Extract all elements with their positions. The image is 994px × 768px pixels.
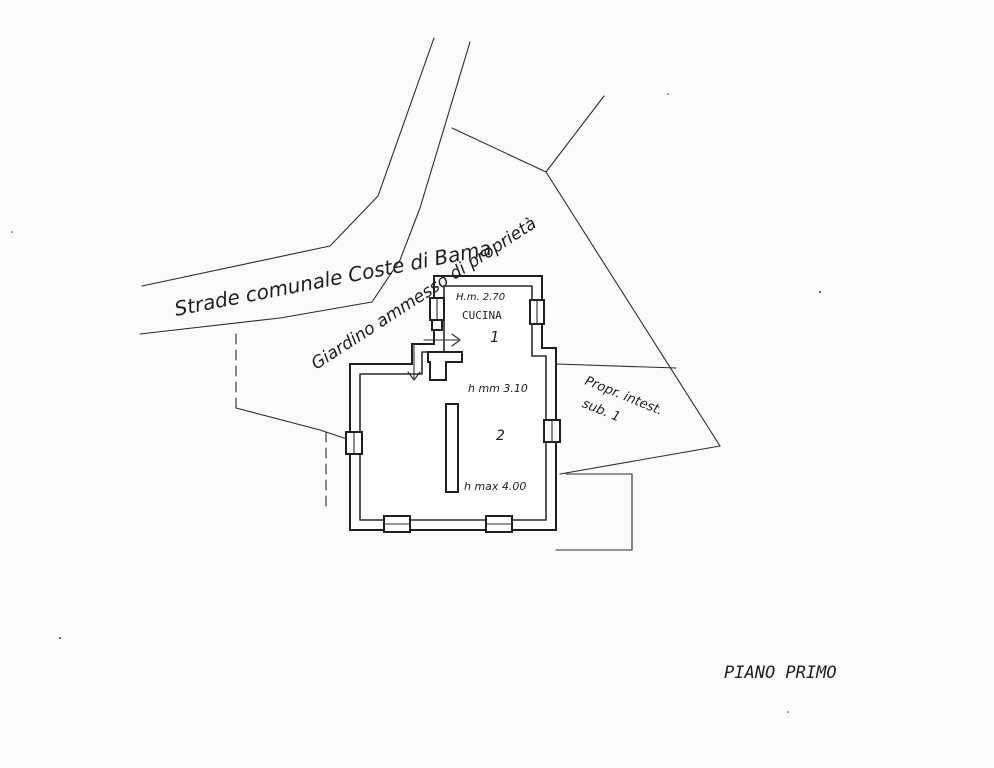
neighbor-property-label: Propr. intest. sub. 1 (580, 374, 665, 425)
window-south-right (485, 515, 513, 533)
room-number: 2 (496, 428, 505, 444)
building-walls (349, 275, 557, 531)
kitchen-height-label: H.m. 2.70 (456, 292, 505, 303)
kitchen-name-label: CUCINA (462, 309, 502, 322)
windows (345, 297, 561, 533)
room-height-min-label: h mm 3.10 (468, 382, 528, 395)
kitchen-number: 1 (490, 328, 500, 346)
window-kitchen-right (529, 299, 545, 325)
room-height-max-label: h max 4.00 (464, 480, 526, 493)
floor-title: PIANO PRIMO (724, 663, 837, 683)
window-east (543, 419, 561, 443)
scan-marks (11, 93, 821, 713)
property-boundary (235, 95, 721, 551)
window-south-left (383, 515, 411, 533)
window-kitchen-left (429, 297, 445, 331)
road-outline (139, 37, 471, 335)
window-west (345, 431, 363, 455)
